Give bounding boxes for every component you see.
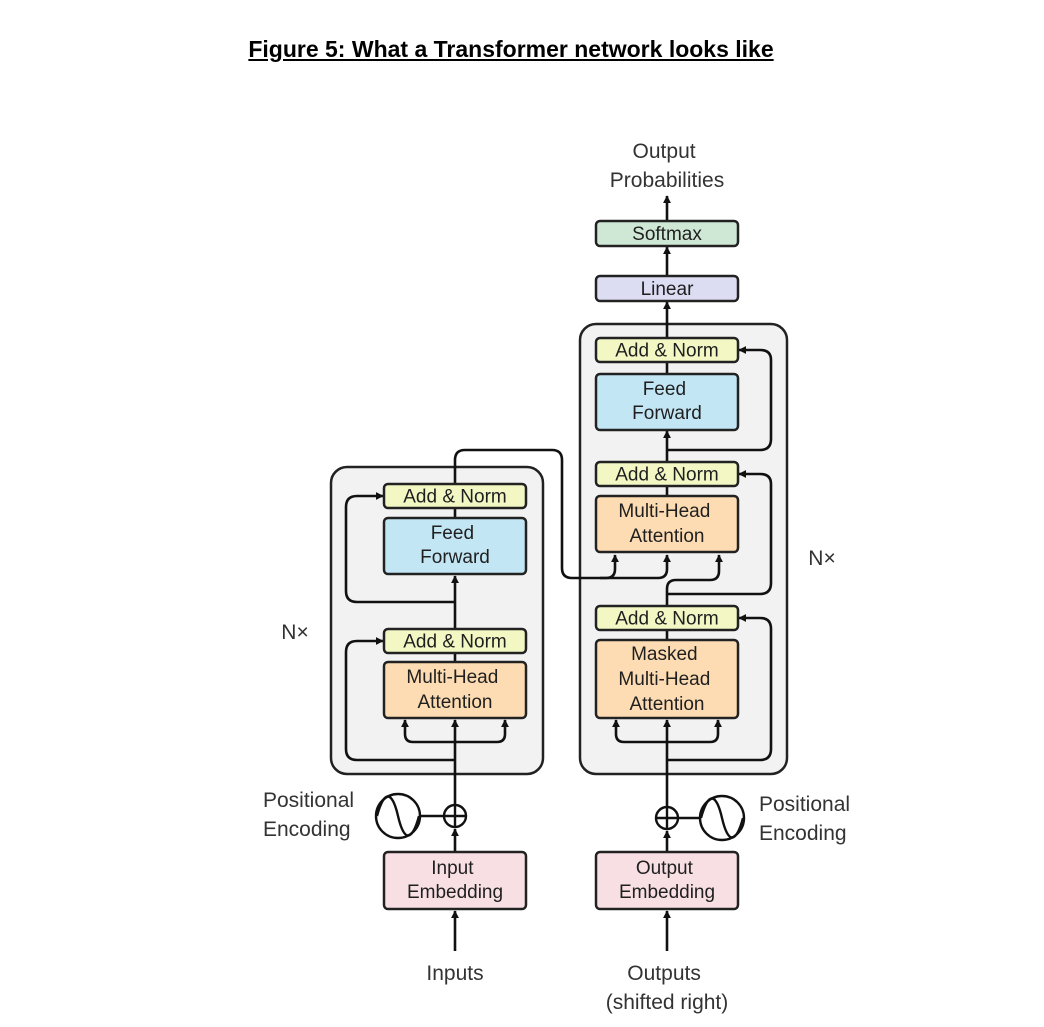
- softmax: Softmax: [594, 219, 740, 248]
- input-embedding: Input Embedding: [382, 850, 528, 911]
- softmax-label: Softmax: [632, 224, 702, 245]
- enc-add-norm-top-label: Add & Norm: [403, 487, 506, 508]
- dec-att-fork-left: [612, 719, 667, 744]
- figure-title: Figure 5: What a Transformer network loo…: [248, 36, 774, 62]
- output-probabilities-label: Output Probabilities: [610, 140, 724, 192]
- dec-cross-attention-label: Multi-Head Attention: [618, 501, 715, 547]
- dec-multi-head-attention: Multi-Head Attention: [594, 494, 740, 554]
- encoder-repeat-label: N×: [281, 621, 308, 644]
- dec-add-norm-bottom: Add & Norm: [594, 604, 740, 632]
- input-embedding-label: Input Embedding: [407, 858, 503, 903]
- dec-masked-attention-label: Masked Multi-Head Attention: [618, 644, 715, 715]
- dec-add-norm-mid: Add & Norm: [594, 460, 740, 488]
- enc-att-fork-right: [455, 719, 509, 744]
- enc-positional-sine-icon: [374, 792, 422, 840]
- decoder-repeat-label: N×: [808, 547, 835, 570]
- dec-positional-sine-icon: [698, 794, 746, 842]
- dec-add-icon: [654, 805, 680, 831]
- enc-residual-1: [344, 637, 455, 762]
- enc-add-norm-top: Add & Norm: [382, 482, 528, 510]
- dec-residual-1: [667, 614, 773, 762]
- dec-feed-forward: Feed Forward: [594, 372, 740, 432]
- dec-add-norm-top: Add & Norm: [594, 336, 740, 364]
- dec-feed-forward-label: Feed Forward: [632, 379, 702, 424]
- enc-attention-label: Multi-Head Attention: [406, 667, 503, 713]
- enc-to-dec-branch: [600, 554, 671, 580]
- enc-add-norm-bottom: Add & Norm: [382, 627, 528, 655]
- enc-residual-2: [344, 492, 455, 604]
- dec-masked-multi-head-attention: Masked Multi-Head Attention: [594, 638, 740, 720]
- dec-add-norm-mid-label: Add & Norm: [615, 465, 718, 486]
- output-embedding: Output Embedding: [594, 850, 740, 911]
- dec-positional-encoding-label: Positional Encoding: [759, 793, 856, 845]
- dec-residual-2: [667, 470, 773, 596]
- enc-feed-forward-label: Feed Forward: [420, 523, 490, 568]
- dec-line-an-cross: [665, 554, 723, 605]
- outputs-label: Outputs (shifted right): [606, 962, 729, 1014]
- enc-add-norm-bottom-label: Add & Norm: [403, 632, 506, 653]
- dec-add-norm-bottom-label: Add & Norm: [615, 609, 718, 630]
- encoder-block: [329, 465, 545, 776]
- enc-feed-forward: Feed Forward: [382, 516, 528, 576]
- enc-att-fork: [401, 719, 455, 744]
- enc-multi-head-attention: Multi-Head Attention: [382, 660, 528, 720]
- output-embedding-label: Output Embedding: [619, 858, 715, 903]
- enc-positional-encoding-label: Positional Encoding: [263, 789, 360, 841]
- enc-add-icon: [442, 803, 468, 829]
- inputs-label: Inputs: [426, 962, 483, 985]
- dec-residual-3: [667, 346, 773, 452]
- dec-att-fork-right: [667, 719, 722, 744]
- dec-add-norm-top-label: Add & Norm: [615, 341, 718, 362]
- linear: Linear: [594, 274, 740, 303]
- linear-label: Linear: [641, 279, 694, 300]
